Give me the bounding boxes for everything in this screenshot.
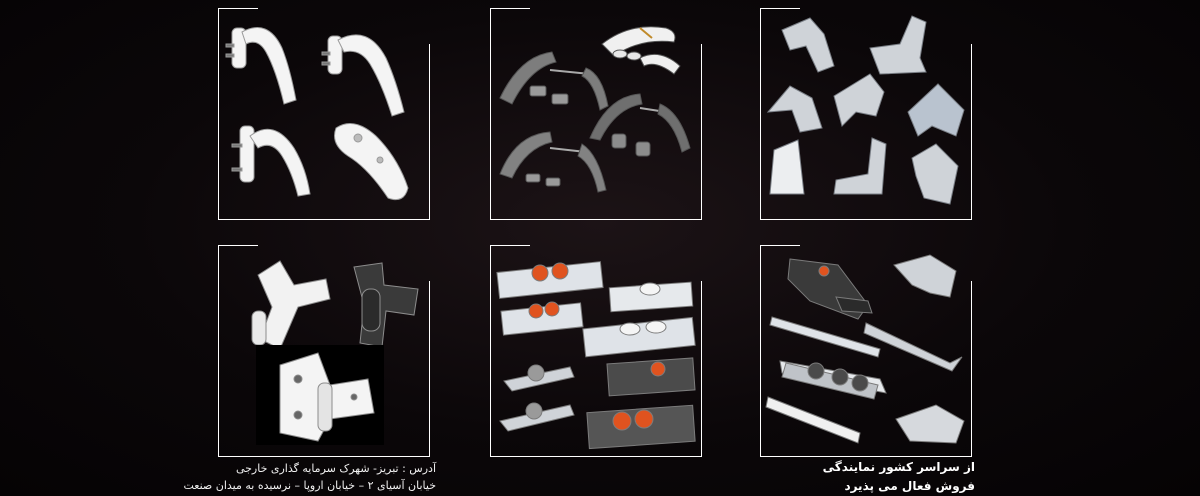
panel-frame-right [700, 44, 702, 220]
panel-frame-right [428, 281, 430, 457]
panel-frame-right [700, 281, 702, 457]
panel-frame-left [218, 8, 220, 220]
panel-frame-left [760, 245, 762, 457]
hinges-illustration [251, 260, 419, 445]
panel-frame-top [218, 245, 258, 247]
product-panel-door-handles [490, 8, 702, 220]
panel-frame-top [490, 8, 530, 10]
product-panel-window-handles [218, 8, 430, 220]
panel-frame-bottom [490, 218, 702, 220]
agency-notice-line-1: از سراسر کشور نمایندگی [822, 460, 975, 474]
agency-notice-line-2: فروش فعال می پذیرد [844, 479, 975, 493]
panel-frame-left [490, 8, 492, 220]
product-panel-hinges [218, 245, 430, 457]
panel-frame-bottom [760, 218, 972, 220]
panel-frame-right [970, 281, 972, 457]
locks-illustration [765, 254, 965, 444]
panel-frame-top [760, 245, 800, 247]
address-line-1: آدرس : تبریز- شهرک سرمایه گذاری خارجی [235, 462, 436, 475]
product-panel-locks [760, 245, 972, 457]
panel-frame-right [970, 44, 972, 220]
product-panel-rollers [490, 245, 702, 457]
company-address: آدرس : تبریز- شهرک سرمایه گذاری خارجی خی… [183, 460, 436, 494]
panel-frame-bottom [760, 455, 972, 457]
panel-frame-left [760, 8, 762, 220]
panel-frame-top [490, 245, 530, 247]
window-handles-illustration [225, 27, 409, 201]
rollers-illustration [496, 261, 696, 450]
panel-frame-bottom [490, 455, 702, 457]
panel-frame-right [428, 44, 430, 220]
panel-frame-left [218, 245, 220, 457]
corner-brackets-illustration [766, 15, 965, 205]
panel-frame-bottom [218, 218, 430, 220]
panel-frame-left [490, 245, 492, 457]
panel-frame-bottom [218, 455, 430, 457]
panel-frame-top [218, 8, 258, 10]
agency-notice: از سراسر کشور نمایندگی فروش فعال می پذیر… [770, 458, 975, 496]
panel-frame-top [760, 8, 800, 10]
product-panel-corner-brackets [760, 8, 972, 220]
address-line-2: خیابان آسیای ۲ – خیابان اروپا – نرسیده ب… [183, 479, 436, 492]
door-handles-illustration [499, 26, 691, 193]
